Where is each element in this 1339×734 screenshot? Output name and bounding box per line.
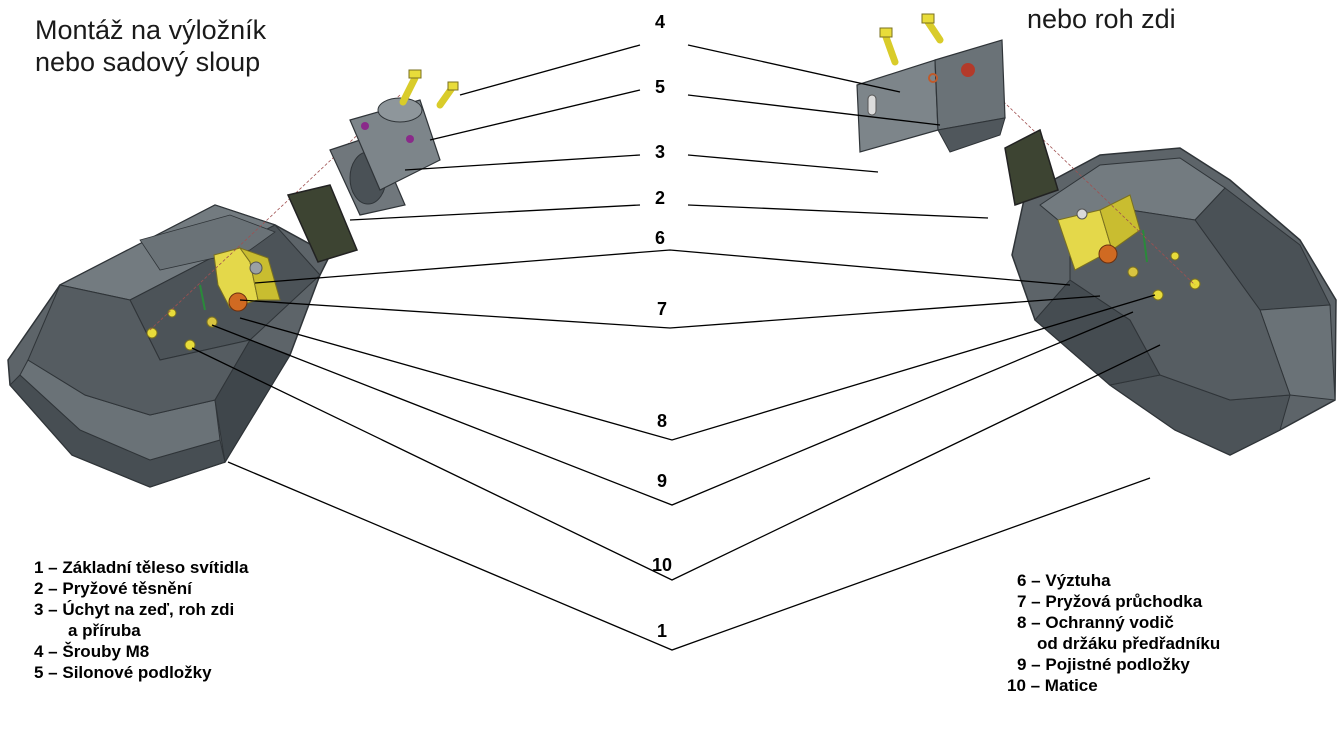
callout-5: 5 bbox=[655, 77, 666, 97]
callout-3: 3 bbox=[655, 142, 666, 162]
legend-item-10: 10 – Matice bbox=[1007, 676, 1098, 695]
legend-item-2: 2 – Pryžové těsnění bbox=[34, 579, 192, 598]
legend-item-5: 5 – Silonové podložky bbox=[34, 663, 212, 682]
callout-9: 9 bbox=[657, 471, 668, 491]
right-reinforcement-bracket bbox=[1057, 194, 1141, 271]
callout-4: 4 bbox=[655, 12, 666, 32]
left-reinforcement-bracket bbox=[213, 246, 281, 312]
left-rubber-gasket bbox=[286, 184, 359, 263]
legend-item-9: 9 – Pojistné podložky bbox=[1017, 655, 1190, 674]
left-top-screws bbox=[399, 69, 459, 109]
callout-10: 10 bbox=[652, 555, 673, 575]
right-title-line1: nebo roh zdi bbox=[1027, 4, 1176, 34]
leader-lines bbox=[191, 44, 1161, 651]
callout-7: 7 bbox=[657, 299, 668, 319]
left-flange bbox=[329, 97, 441, 216]
legend-item-7: 7 – Pryžová průchodka bbox=[1017, 592, 1203, 611]
legend-item-6: 6 – Výztuha bbox=[1017, 571, 1111, 590]
callout-1: 1 bbox=[657, 621, 668, 641]
legend-left: 1 – Základní těleso svítidla 2 – Pryžové… bbox=[34, 557, 248, 683]
legend-item-8-cont: od držáku předřadníku bbox=[1037, 634, 1221, 653]
right-housing bbox=[1011, 147, 1337, 456]
right-corner-bracket bbox=[856, 39, 1006, 153]
left-screws-and-washers bbox=[146, 94, 401, 351]
callout-8: 8 bbox=[657, 411, 668, 431]
callout-6: 6 bbox=[655, 228, 666, 248]
left-housing bbox=[7, 204, 331, 488]
right-rubber-gasket bbox=[1004, 128, 1059, 206]
left-title-line1: Montáž na výložník bbox=[35, 15, 267, 45]
right-screws-and-washers bbox=[959, 59, 1201, 301]
legend-item-8: 8 – Ochranný vodič bbox=[1017, 613, 1174, 632]
left-title-line2: nebo sadový sloup bbox=[35, 47, 261, 77]
legend-item-1: 1 – Základní těleso svítidla bbox=[34, 558, 249, 577]
legend-item-3-cont: a příruba bbox=[68, 621, 141, 640]
legend-item-4: 4 – Šrouby M8 bbox=[34, 642, 150, 661]
left-title: Montáž na výložník nebo sadový sloup bbox=[35, 14, 266, 78]
legend-item-3: 3 – Úchyt na zeď, roh zdi bbox=[34, 600, 235, 619]
right-title: nebo roh zdi bbox=[1027, 3, 1176, 35]
legend-right: 6 – Výztuha 7 – Pryžová průchodka 8 – Oc… bbox=[987, 570, 1220, 696]
callout-2: 2 bbox=[655, 188, 666, 208]
right-top-screws bbox=[879, 13, 944, 66]
